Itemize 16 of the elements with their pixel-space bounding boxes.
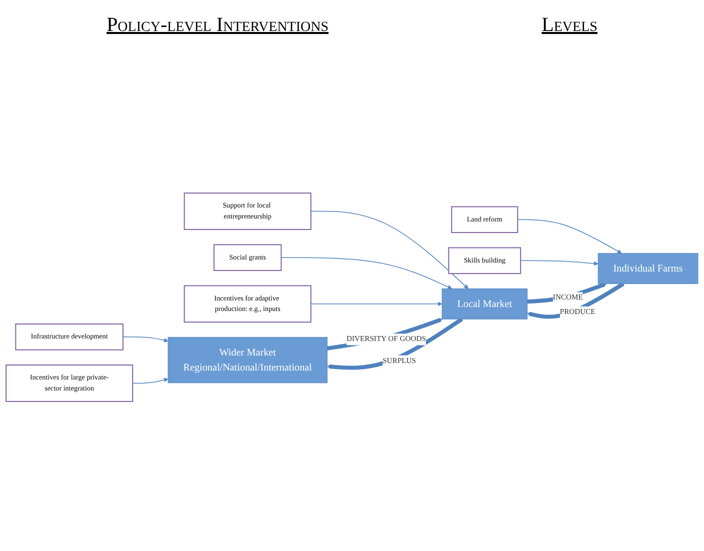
node-box: Wider Market Regional/National/International [168,337,328,384]
node-box: Individual Farms [598,253,698,284]
arrow [122,336,168,343]
arrow [310,211,468,290]
arrow [132,378,168,384]
arrow [310,302,442,306]
arrow [527,282,607,304]
arrow [527,282,624,319]
arrow [326,318,443,351]
arrow [326,318,464,370]
arrow [520,260,598,266]
column-heading: Levels [542,14,598,36]
arrow [517,219,622,254]
column-heading: Policy-level Interventions [106,14,329,36]
node-box: Local Market [442,288,528,320]
arrow [280,257,452,290]
